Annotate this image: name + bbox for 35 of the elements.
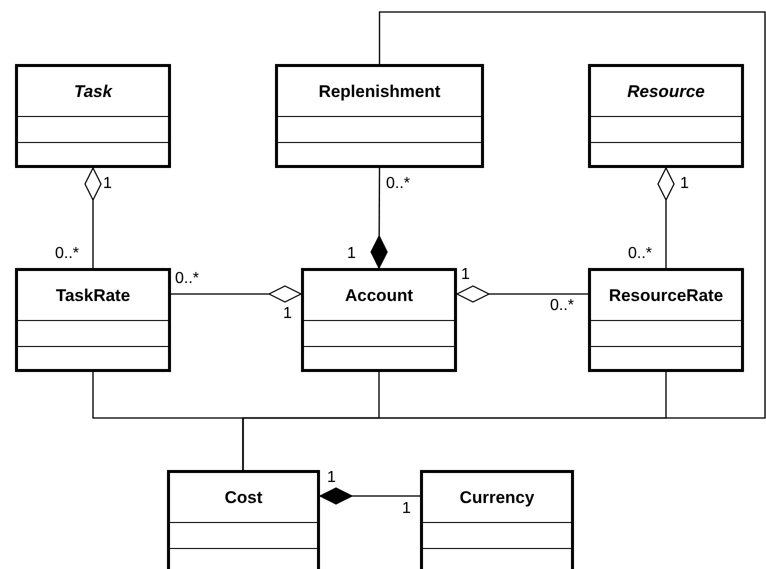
class-name: Currency [460, 488, 534, 508]
class-box [588, 268, 744, 372]
association-line [319, 487, 420, 505]
association-line [456, 285, 588, 303]
connector-line [242, 11, 766, 470]
class-name: TaskRate [56, 286, 130, 306]
association-line [171, 285, 302, 303]
multiplicity-label: 0..* [628, 245, 652, 263]
class-name: Cost [224, 488, 262, 508]
class-name: ResourceRate [608, 286, 724, 306]
class-box [167, 470, 320, 569]
class-name: Resource [627, 82, 705, 102]
class-box [301, 268, 457, 372]
multiplicity-label: 1 [327, 469, 336, 487]
class-box [588, 64, 744, 168]
multiplicity-label: 0..* [550, 297, 574, 315]
class-name: Account [345, 286, 413, 306]
class-box [15, 268, 171, 372]
multiplicity-label: 1 [680, 175, 689, 193]
association-line [370, 168, 388, 269]
association-line [84, 167, 102, 268]
multiplicity-label: 0..* [175, 270, 200, 288]
multiplicity-label: 1 [103, 175, 112, 193]
class-box [275, 64, 484, 168]
class-name: Task [74, 82, 112, 102]
multiplicity-label: 0..* [386, 175, 410, 193]
multiplicity-label: 1 [402, 500, 411, 518]
class-name: Replenishment [318, 82, 440, 102]
multiplicity-label: 1 [461, 266, 470, 284]
class-box [15, 64, 171, 168]
association-line [657, 167, 675, 268]
multiplicity-label: 1 [347, 245, 356, 263]
multiplicity-label: 0..* [55, 245, 80, 263]
class-box [420, 470, 574, 569]
multiplicity-label: 1 [283, 305, 292, 323]
